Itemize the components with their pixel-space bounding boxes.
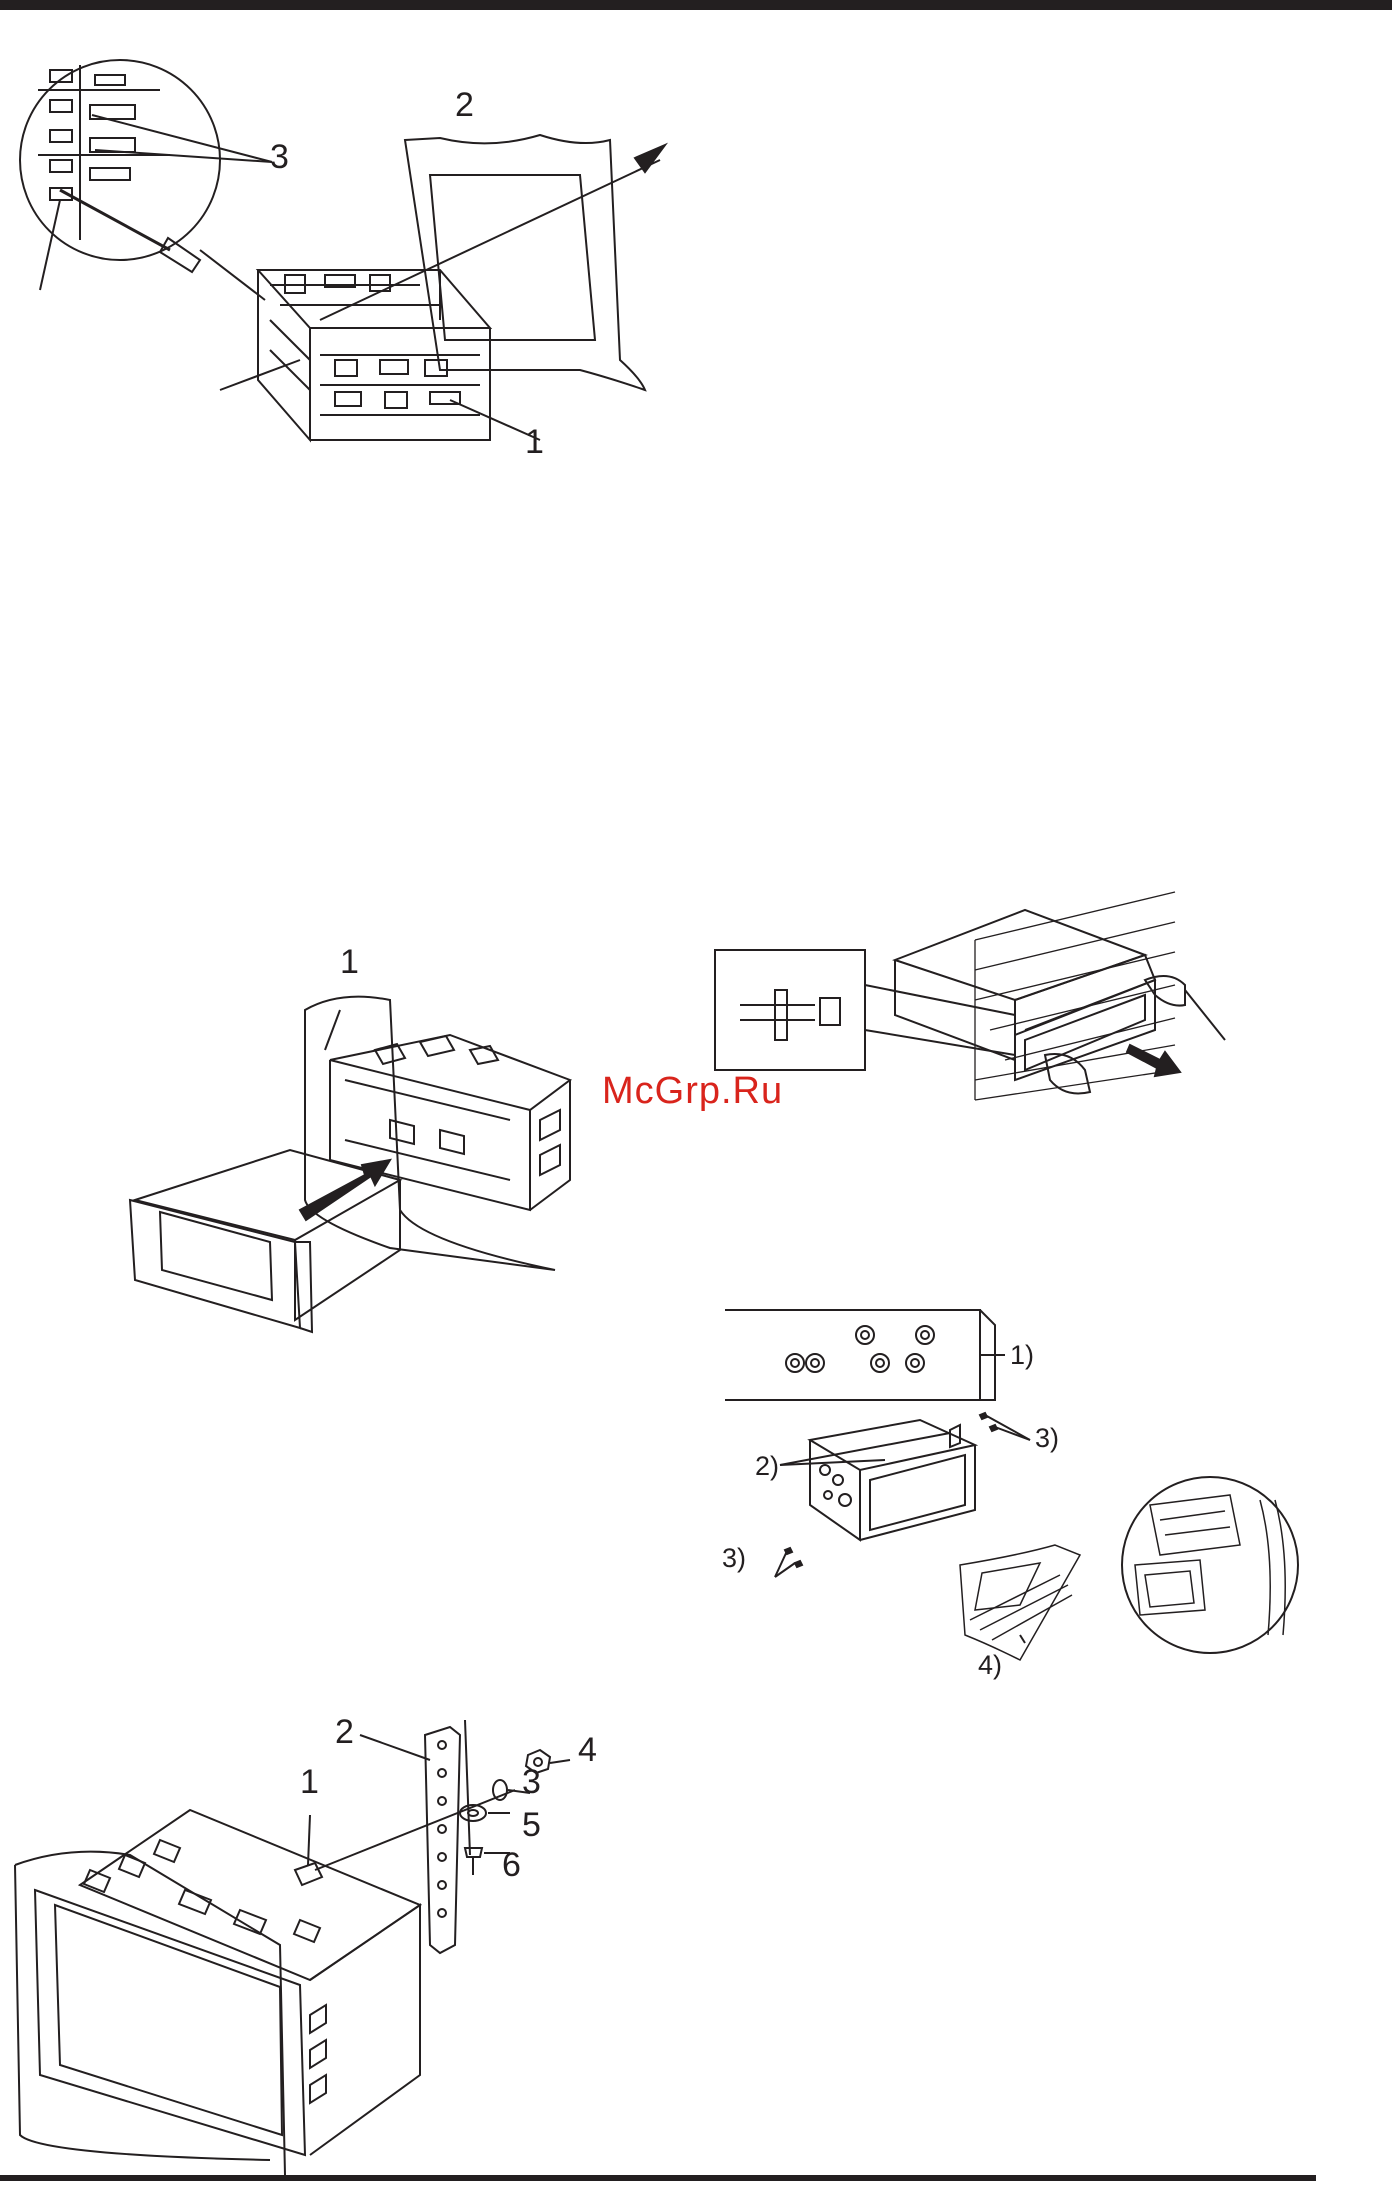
head-unit-rear <box>810 1420 975 1540</box>
rear-panel <box>725 1310 995 1400</box>
fig3-label-5: 5 <box>522 1808 541 1842</box>
fig5-label-1: 1) <box>1010 1342 1034 1369</box>
screwdriver-shaft <box>60 190 170 250</box>
figure-4-unit-removal <box>715 880 1275 1120</box>
trim-detail <box>1135 1495 1285 1635</box>
mounting-strap <box>425 1727 460 1953</box>
mounting-sleeve <box>330 1035 570 1210</box>
fig5-label-3-right: 3) <box>1035 1425 1059 1452</box>
pull-arrow <box>1127 1045 1180 1076</box>
fig1-label-1: 1 <box>525 425 544 459</box>
fig2-label-1: 1 <box>340 945 359 979</box>
fig5-label-3-left: 3) <box>722 1545 746 1572</box>
figure-1-sleeve-removal <box>20 60 700 480</box>
head-unit <box>35 1810 420 2155</box>
trim-detail-magnifier <box>1122 1477 1298 1653</box>
fig3-label-4: 4 <box>578 1733 597 1767</box>
watermark: McGrp.Ru <box>602 1072 783 1110</box>
fig1-label-2: 2 <box>455 88 474 122</box>
fig5-label-4: 4) <box>978 1652 1002 1679</box>
removal-key-detail <box>740 990 840 1040</box>
screw-left-2 <box>795 1561 802 1567</box>
dashboard-panel <box>15 1852 285 2175</box>
fig3-label-6: 6 <box>502 1848 521 1882</box>
removal-arrow <box>320 160 660 320</box>
key-detail-inset <box>715 950 865 1070</box>
figure-2-unit-insertion <box>100 980 600 1360</box>
fig3-label-1: 1 <box>300 1765 319 1799</box>
screw <box>465 1848 482 1857</box>
screwdriver-handle <box>160 238 200 272</box>
fig5-label-2: 2) <box>755 1453 779 1480</box>
fig1-label-3: 3 <box>270 140 289 174</box>
fig3-label-2: 2 <box>335 1715 354 1749</box>
bottom-rule <box>0 2175 1316 2181</box>
fig3-label-3: 3 <box>522 1765 541 1799</box>
hand-right <box>1145 976 1185 1006</box>
top-rule <box>0 0 1392 10</box>
trim-ring <box>960 1545 1080 1660</box>
bolt <box>295 1860 340 1885</box>
dashboard-panel <box>305 997 555 1270</box>
